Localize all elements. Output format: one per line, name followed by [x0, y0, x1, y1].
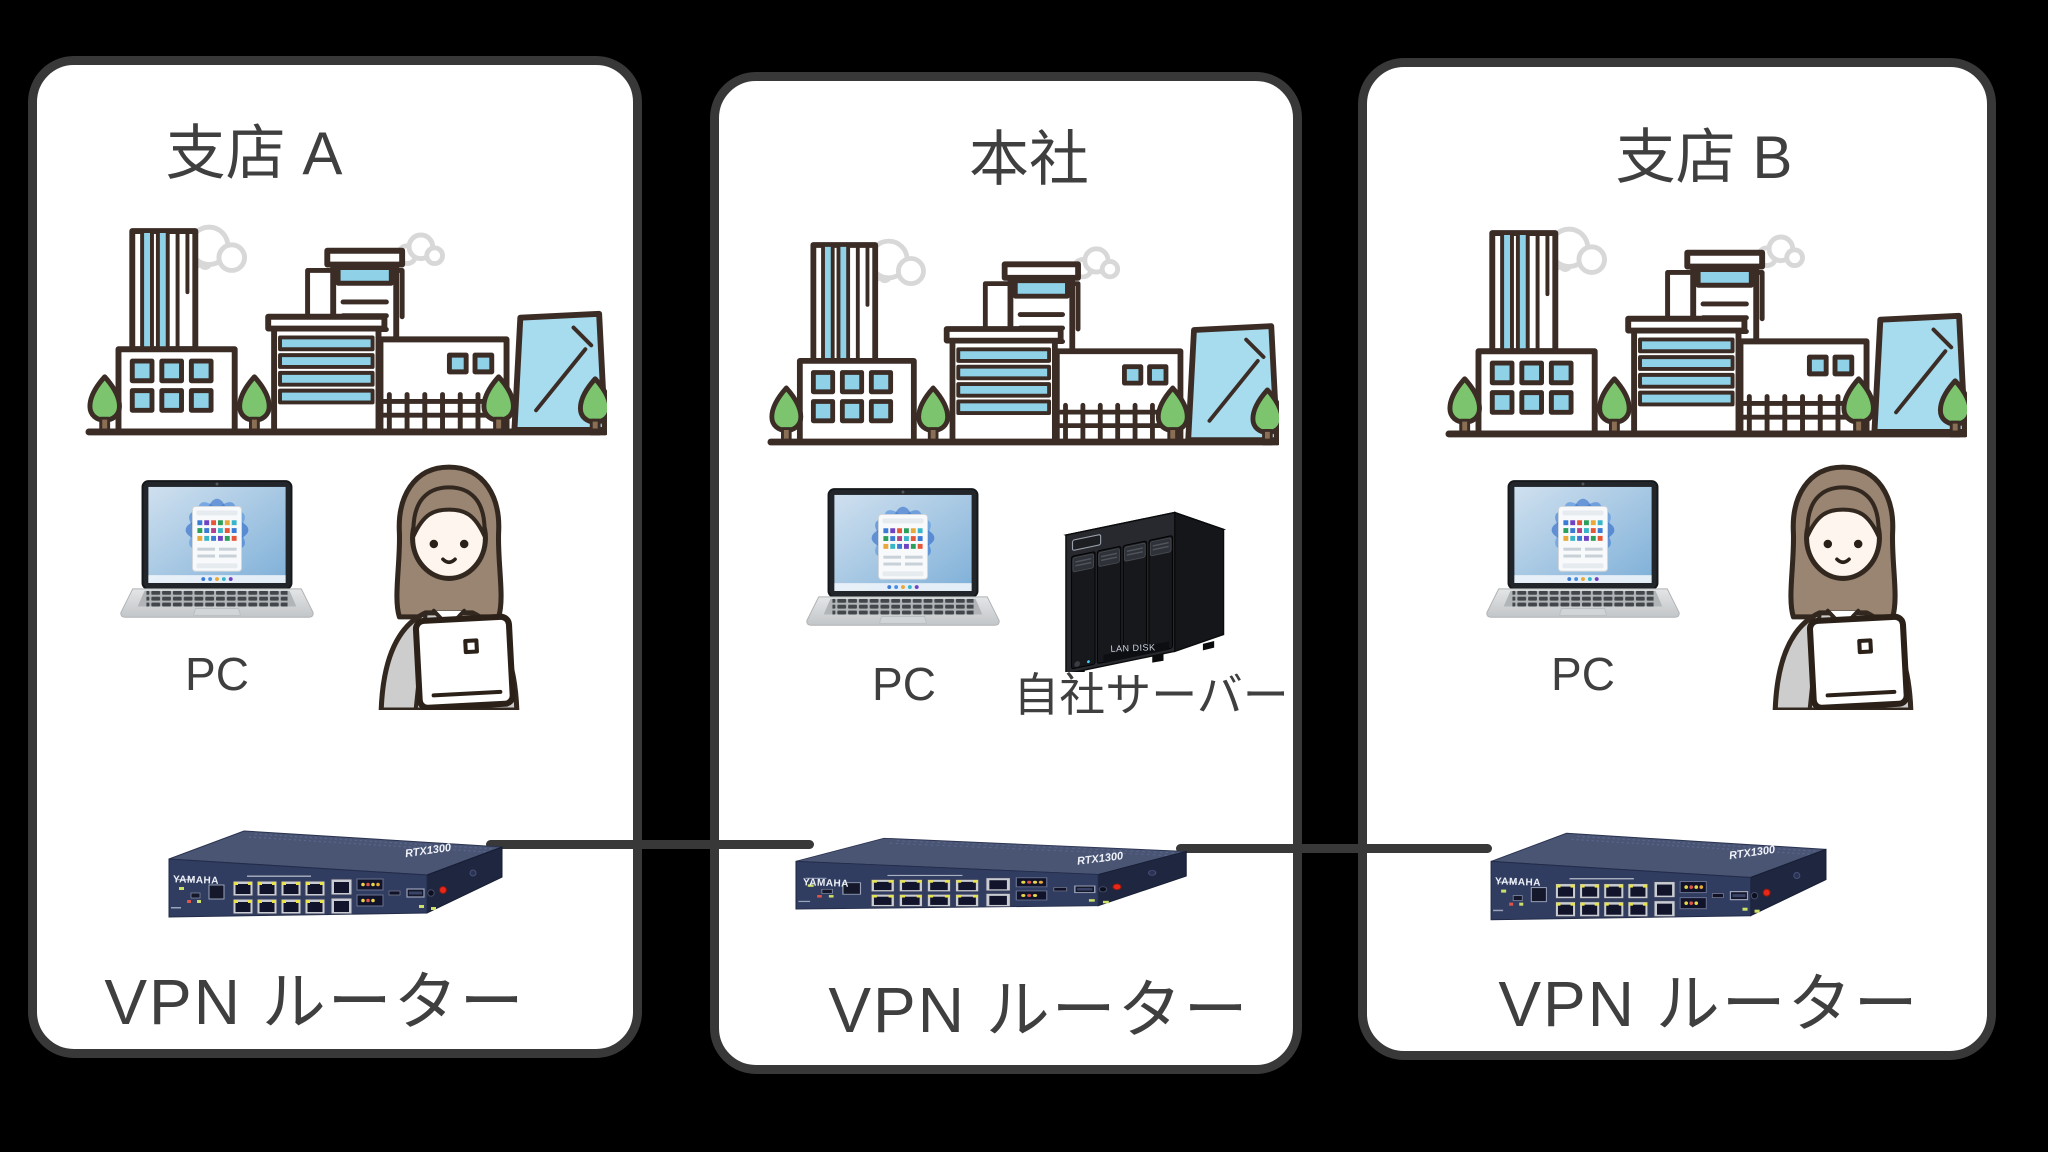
- pc-label: PC: [872, 658, 936, 710]
- panel-title-branch-b: 支店 B: [1615, 124, 1793, 191]
- vpn-router-label: VPN ルーター: [828, 974, 1250, 1046]
- cityscape-illustration: [767, 235, 1279, 453]
- vpn-router-image: [795, 837, 1187, 910]
- pc-label: PC: [185, 648, 249, 700]
- router-brand-label: YAMAHA: [1494, 876, 1542, 889]
- router-brand-label: YAMAHA: [172, 874, 220, 887]
- company-server-label: 自社サーバー: [1013, 669, 1289, 721]
- laptop-pc-image: [119, 480, 315, 619]
- cityscape-illustration: [1445, 223, 1967, 445]
- panel-headquarters: 本社 PC LAN DISK 自社サーバー YAMAHA RTX1300 VPN…: [710, 72, 1302, 1074]
- router-brand-label: YAMAHA: [802, 877, 850, 890]
- vpn-connection-line-a-hq: [486, 840, 814, 849]
- employee-illustration: [1767, 457, 1919, 710]
- vpn-router-label: VPN ルーター: [104, 966, 526, 1038]
- panel-title-branch-a: 支店 A: [165, 120, 343, 187]
- panel-branch-a: 支店 A PC YAMAHA RTX1300 VPN ルーター: [28, 56, 642, 1058]
- vpn-router-image: [168, 830, 503, 918]
- cityscape-illustration: [85, 221, 607, 443]
- panel-title-headquarters: 本社: [969, 126, 1089, 193]
- pc-label: PC: [1551, 648, 1615, 700]
- server-product-label: LAN DISK: [1110, 642, 1156, 654]
- laptop-pc-image: [1485, 480, 1681, 619]
- employee-illustration: [373, 457, 525, 710]
- vpn-connection-line-hq-b: [1176, 844, 1492, 853]
- laptop-pc-image: [805, 488, 1001, 627]
- panel-branch-b: 支店 B PC YAMAHA RTX1300 VPN ルーター: [1358, 58, 1996, 1060]
- vpn-router-image: [1490, 832, 1827, 921]
- vpn-router-label: VPN ルーター: [1498, 968, 1920, 1040]
- company-server-image: [1065, 511, 1225, 672]
